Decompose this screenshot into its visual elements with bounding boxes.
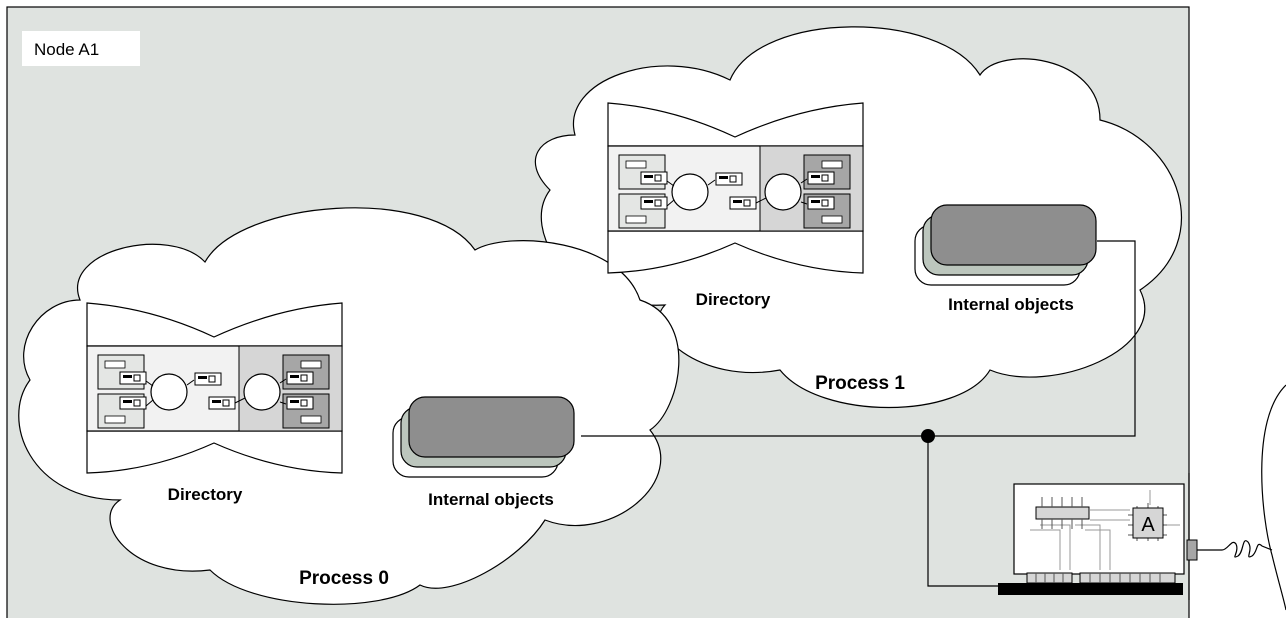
- process-1-internal-objects-label: Internal objects: [948, 295, 1074, 314]
- process-1-label: Process 1: [815, 373, 905, 394]
- chip-a: [1132, 507, 1164, 539]
- process-0-internal-objects-label: Internal objects: [428, 490, 554, 509]
- process-0-internal-objects: [392, 396, 575, 478]
- process-1-directory-label: Directory: [696, 290, 771, 309]
- node-label-box: Node A1: [22, 31, 140, 66]
- external-node-outline: [1261, 384, 1286, 611]
- node-label: Node A1: [34, 40, 99, 59]
- network-port: [1186, 539, 1198, 561]
- network-cable: [1197, 540, 1273, 558]
- process-0-directory-label: Directory: [168, 485, 243, 504]
- process-1-internal-objects: [914, 204, 1097, 286]
- chip-a-label: A: [1141, 514, 1155, 536]
- junction-dot: [921, 429, 935, 443]
- process-0-label: Process 0: [299, 568, 389, 589]
- connection-lines: [581, 240, 1136, 587]
- network-card: A: [998, 483, 1185, 595]
- process-0-cloud: [18, 207, 680, 605]
